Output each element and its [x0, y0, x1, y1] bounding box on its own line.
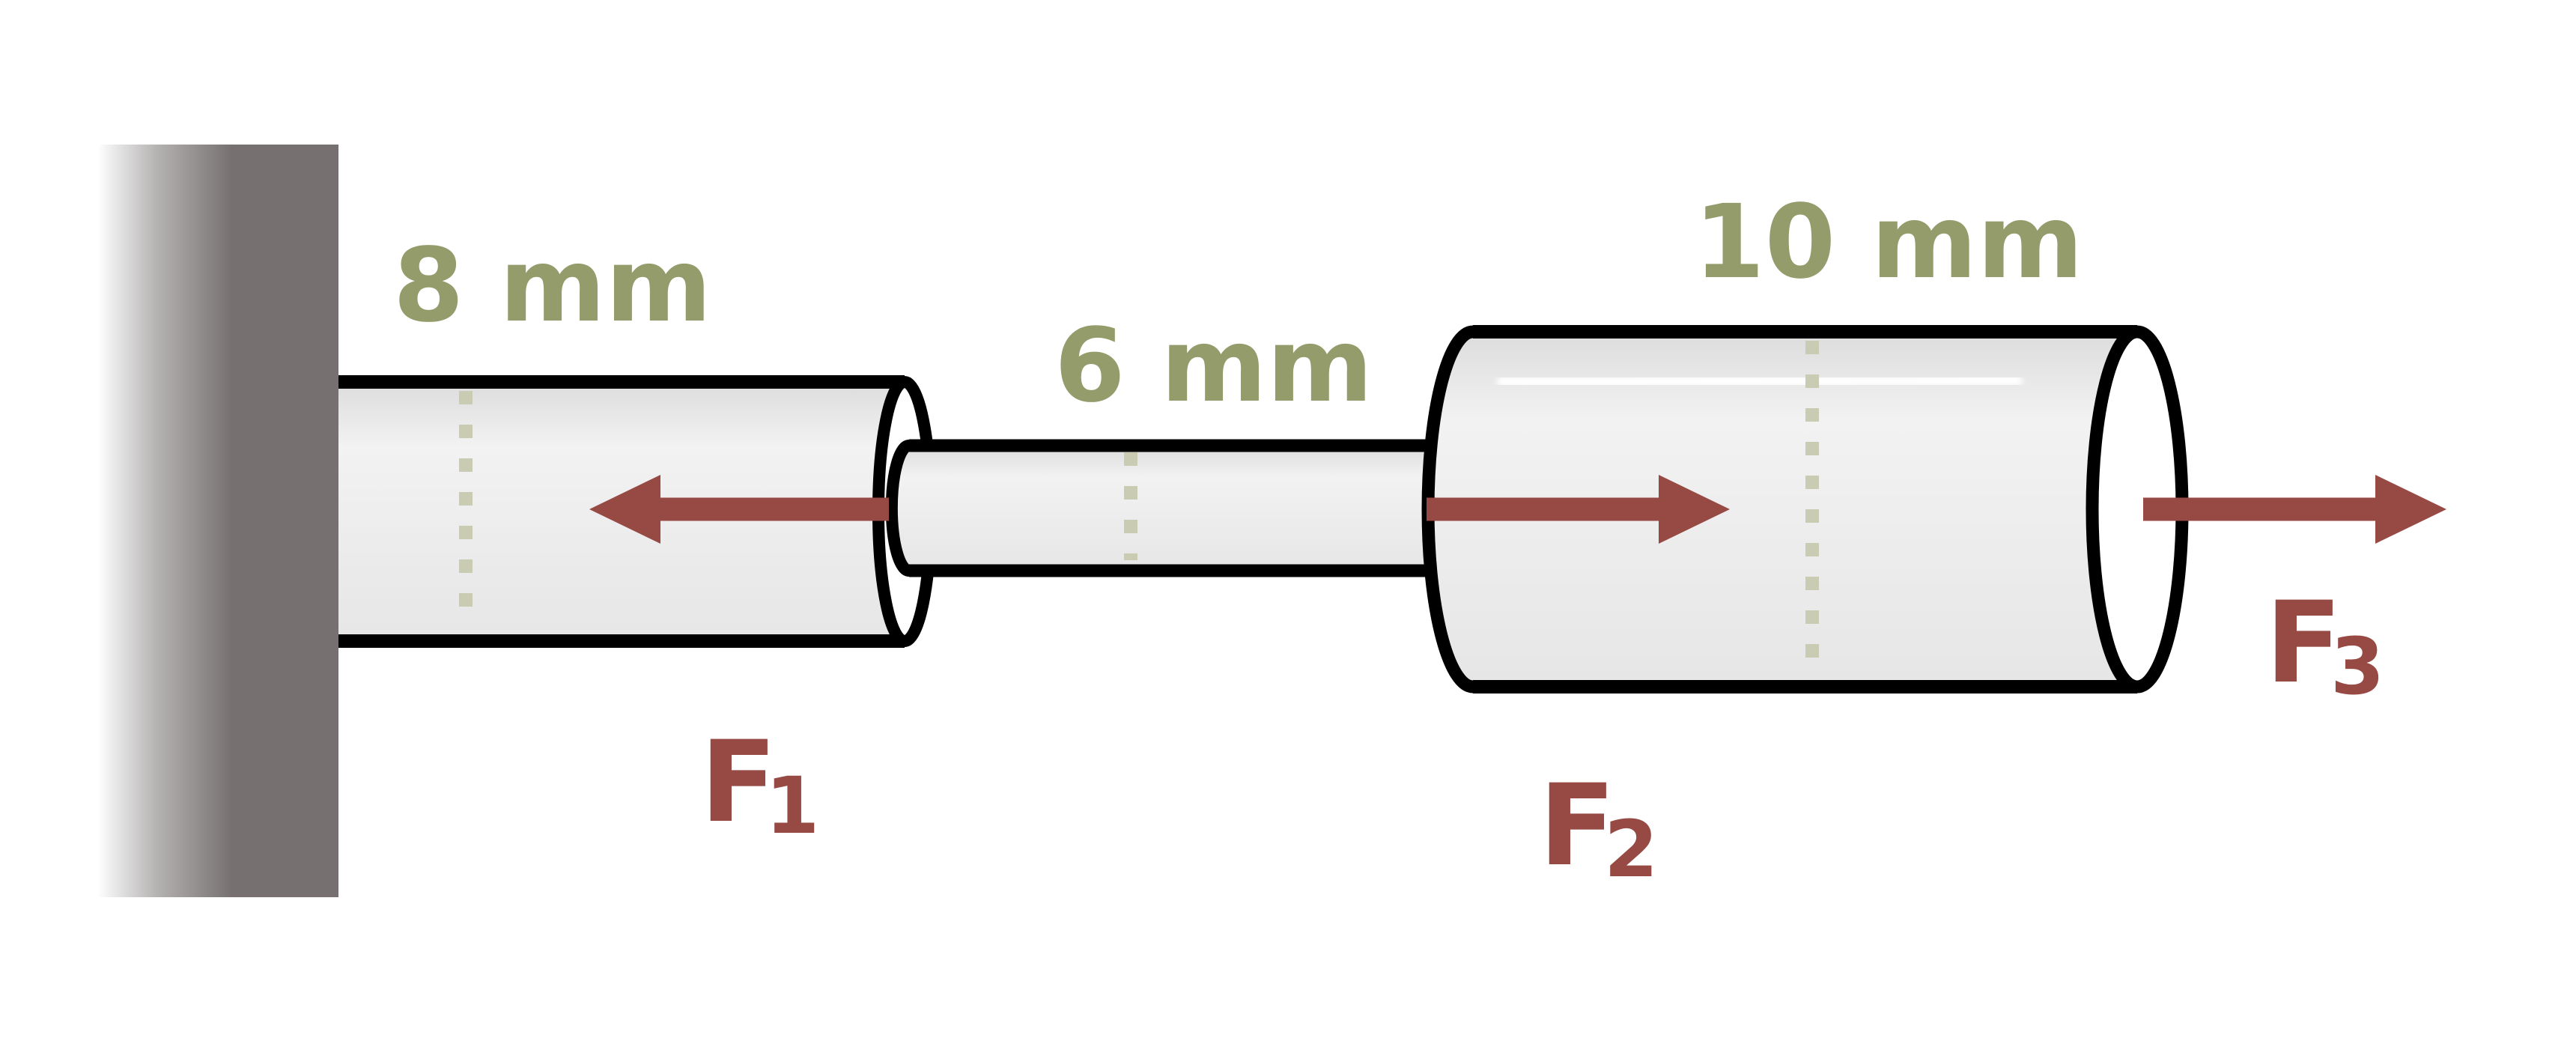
rod-segment-3 — [1421, 325, 2189, 693]
force-label-f2: F 2 — [1539, 761, 1658, 895]
force-label-f1: F 1 — [700, 717, 819, 852]
dimension-label-segment-3: 10 mm — [1694, 183, 2083, 302]
force-arrow-f1 — [589, 475, 889, 544]
wall-support — [97, 145, 338, 897]
force-arrow-f2 — [1427, 475, 1730, 544]
dimension-label-segment-2: 6 mm — [1054, 307, 1373, 425]
force-label-f1-symbol: F — [700, 717, 777, 848]
rod-segment-2 — [885, 439, 1427, 577]
force-label-f3-symbol: F — [2265, 578, 2342, 708]
force-label-f3-subscript: 3 — [2330, 621, 2384, 712]
force-label-f2-subscript: 2 — [1604, 804, 1658, 895]
force-label-f2-symbol: F — [1539, 761, 1615, 891]
force-label-f1-subscript: 1 — [765, 760, 819, 852]
force-arrow-f3 — [2143, 475, 2446, 544]
force-label-f3: F 3 — [2265, 578, 2384, 712]
dimension-label-segment-1: 8 mm — [393, 227, 711, 345]
